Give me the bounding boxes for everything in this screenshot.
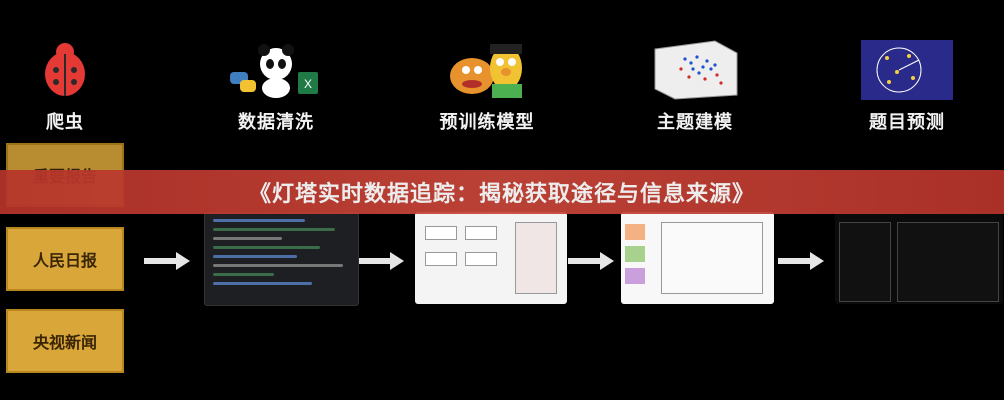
ladybug-icon <box>0 40 140 100</box>
prediction-result-thumbnail <box>835 212 1003 304</box>
source-box: 人民日报 <box>6 227 124 291</box>
step-topic-modeling: 主题建模 <box>620 40 770 134</box>
svg-text:X: X <box>304 77 312 91</box>
code-editor-thumbnail <box>204 212 359 306</box>
step-crawler: 爬虫 <box>0 40 140 134</box>
step-label: 预训练模型 <box>439 112 535 133</box>
banner-title: 《灯塔实时数据追踪：揭秘获取途径与信息来源》 <box>248 182 755 207</box>
step-pretrained-model: 预训练模型 <box>412 40 562 134</box>
step-label: 数据清洗 <box>238 112 314 133</box>
step-label: 爬虫 <box>46 112 84 133</box>
paper-figure-thumbnail <box>621 212 774 304</box>
panda-python-excel-icon: X <box>201 40 351 100</box>
right-arrow-icon <box>144 252 190 270</box>
source-box: 央视新闻 <box>6 309 124 373</box>
model-architecture-thumbnail <box>415 212 567 304</box>
step-label: 题目预测 <box>869 112 945 133</box>
right-arrow-icon <box>358 252 404 270</box>
right-arrow-icon <box>568 252 614 270</box>
star-chart-icon <box>832 40 982 100</box>
step-data-cleaning: X 数据清洗 <box>201 40 351 134</box>
step-question-prediction: 题目预测 <box>832 40 982 134</box>
step-label: 主题建模 <box>657 112 733 133</box>
3d-scatter-plot-icon <box>620 40 770 100</box>
right-arrow-icon <box>778 252 824 270</box>
bert-ernie-icon <box>412 40 562 100</box>
title-banner: 《灯塔实时数据追踪：揭秘获取途径与信息来源》 <box>0 170 1004 214</box>
